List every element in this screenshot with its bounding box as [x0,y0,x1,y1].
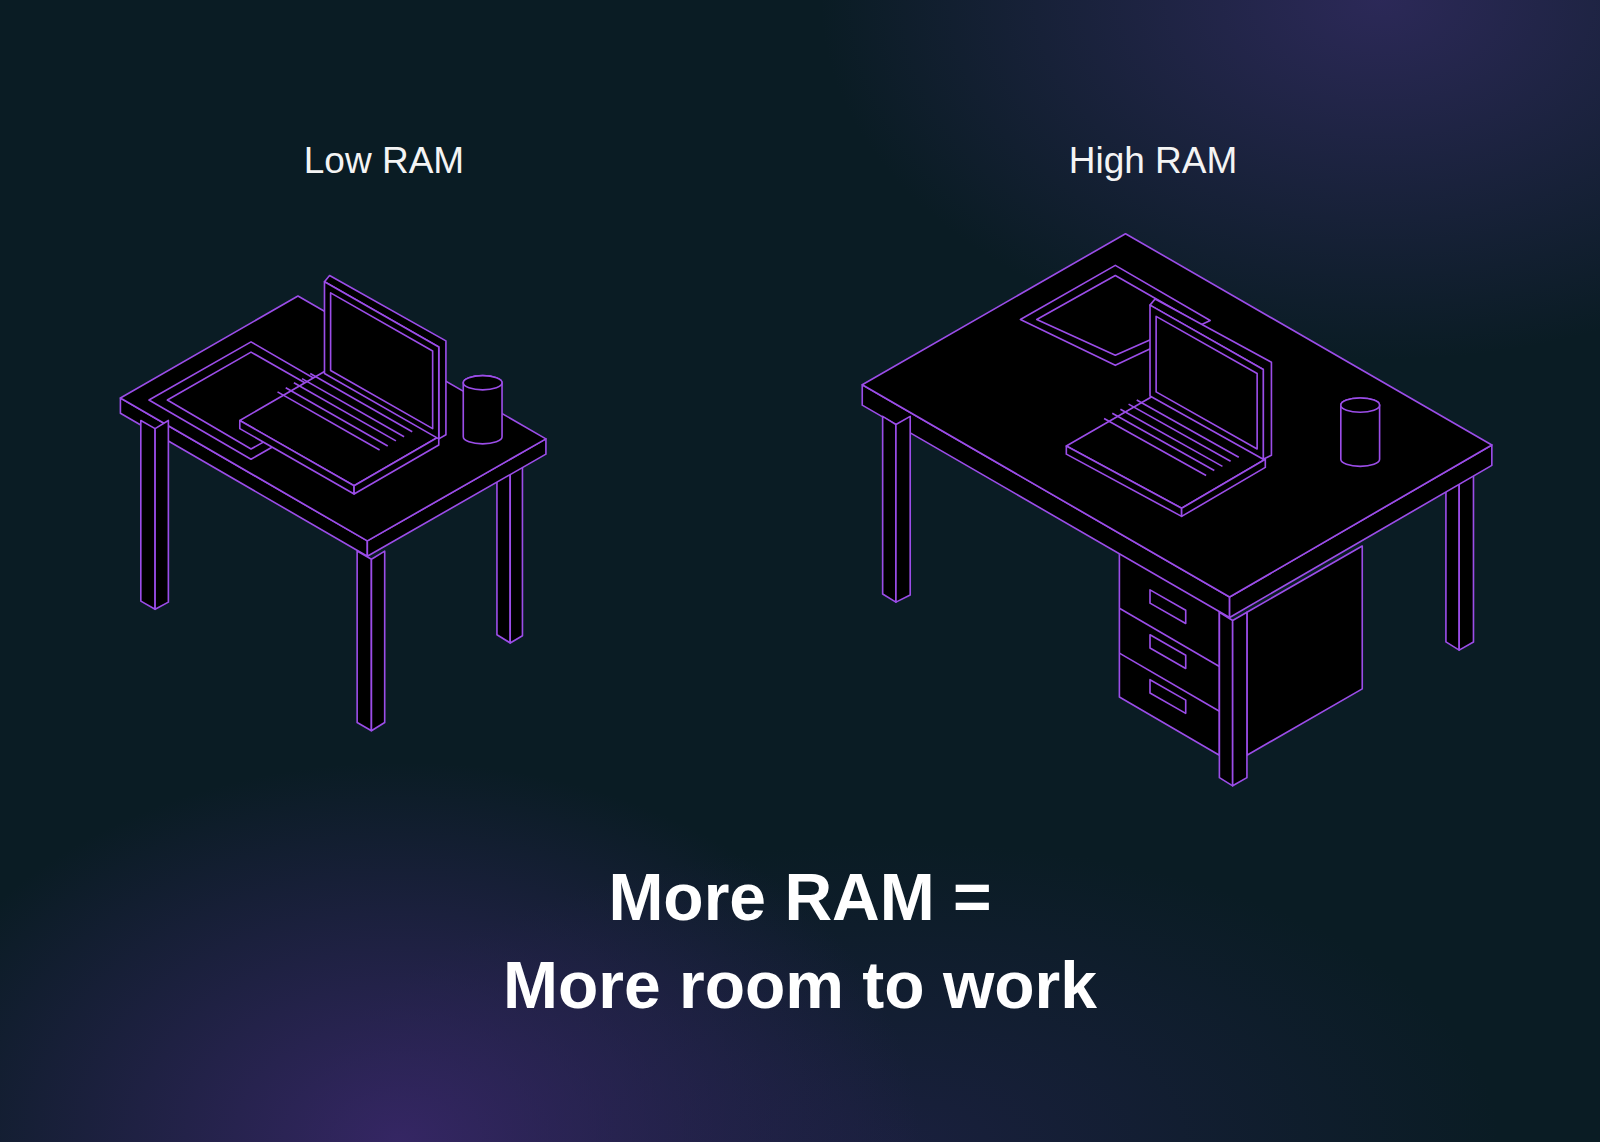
caption: More RAM = More room to work [503,854,1097,1030]
small-desk [120,276,546,731]
large-desk [862,234,1492,786]
desk-label: High RAM [1069,140,1238,182]
desk-label: Low RAM [304,140,464,182]
